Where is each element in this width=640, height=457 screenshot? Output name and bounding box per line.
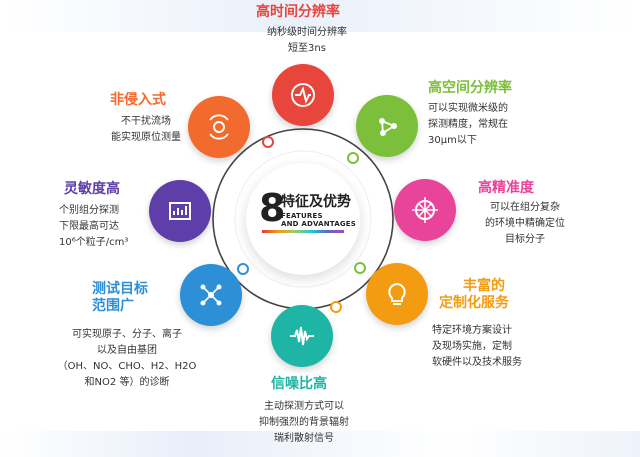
feature-title-target-range: 测试目标 范围广	[92, 281, 148, 314]
ring-dot	[262, 136, 274, 148]
top-banner-gradient	[0, 0, 640, 32]
feature-desc-customization: 特定环境方案设计 及现场实施，定制 软硬件以及技术服务	[432, 325, 522, 368]
center-subtitle: FEATURES AND ADVANTAGES	[281, 212, 356, 228]
feature-title-customization: 丰富的 定制化服务	[439, 278, 509, 311]
center-color-bar	[262, 230, 344, 233]
molecule-network-icon	[356, 95, 418, 157]
feature-desc-time-resolution: 纳秒级时间分辨率 短至3ns	[267, 27, 347, 54]
ring-dot	[354, 262, 366, 274]
signal-wave-icon	[271, 305, 333, 367]
feature-title-space-resolution: 高空间分辨率	[428, 80, 512, 96]
center-title: 特征及优势	[281, 194, 351, 210]
feature-desc-target-range: 可实现原子、分子、离子 以及自由基团 （OH、NO、CHO、H2、H2O 和NO…	[57, 329, 197, 388]
feature-title-snr: 信噪比高	[271, 376, 327, 392]
crosshair-target-icon	[394, 179, 456, 241]
feature-desc-non-invasive: 不干扰流场 能实现原位测量	[111, 116, 181, 143]
timer-icon	[272, 64, 334, 126]
feature-title-sensitivity: 灵敏度高	[64, 181, 120, 197]
network-nodes-icon	[180, 264, 242, 326]
center-number: 8	[259, 186, 285, 230]
ring-dot	[330, 301, 342, 313]
feature-desc-sensitivity: 个别组分探测 下限最高可达 10⁶个粒子/cm³	[59, 205, 129, 248]
feature-title-non-invasive: 非侵入式	[110, 92, 166, 108]
feature-title-time-resolution: 高时间分辨率	[256, 4, 340, 20]
sound-wave-circle-icon	[188, 96, 250, 158]
ring-dot	[237, 263, 249, 275]
chart-display-icon	[149, 180, 211, 242]
feature-desc-snr: 主动探测方式可以 抑制强烈的背景辐射 瑞利散射信号	[259, 401, 349, 444]
lightbulb-icon	[366, 263, 428, 325]
feature-desc-space-resolution: 可以实现微米级的 探测精度，常规在 30μm以下	[428, 103, 508, 146]
feature-title-precision: 高精准度	[478, 180, 534, 196]
center-badge	[246, 163, 360, 275]
feature-desc-precision: 可以在组分复杂 的环境中精确定位 目标分子	[485, 202, 565, 245]
ring-dot	[347, 152, 359, 164]
bottom-banner-gradient	[0, 431, 640, 457]
